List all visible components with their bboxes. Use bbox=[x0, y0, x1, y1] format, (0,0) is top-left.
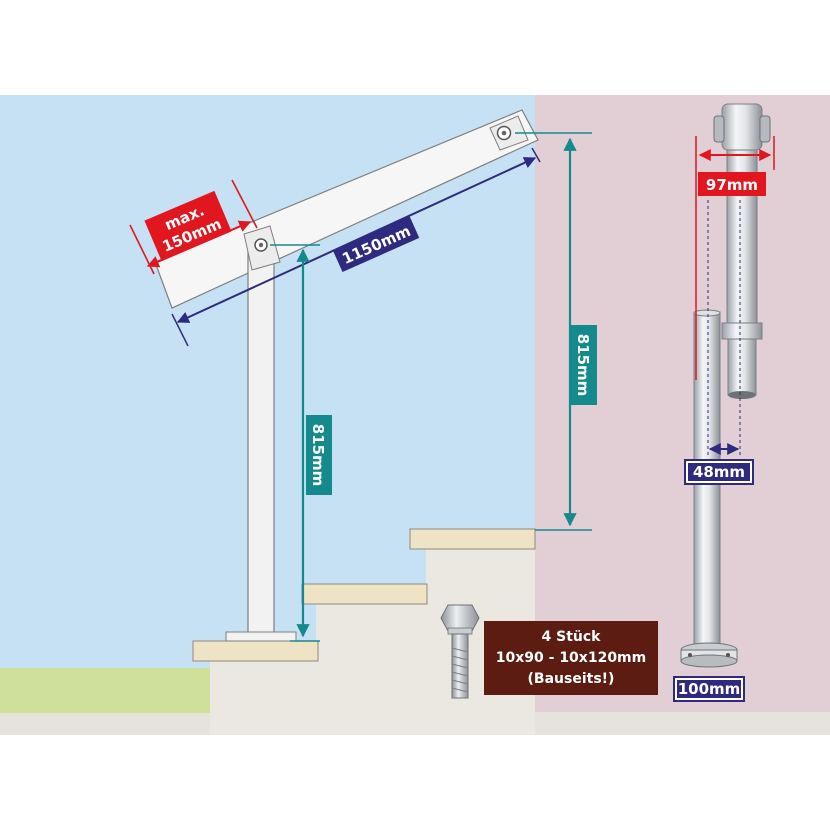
tube-diameter-label: 48mm bbox=[693, 463, 745, 481]
svg-text:815mm: 815mm bbox=[574, 334, 592, 397]
post-left bbox=[247, 239, 275, 637]
post-height-left-label: 815mm bbox=[306, 415, 332, 495]
connector-detail bbox=[713, 103, 771, 399]
bolt-icon bbox=[440, 604, 480, 699]
ground-green bbox=[0, 668, 210, 713]
svg-text:(Bauseits!): (Bauseits!) bbox=[528, 671, 615, 687]
bolt-note: 4 Stück 10x90 - 10x120mm (Bauseits!) bbox=[484, 621, 658, 695]
step-2 bbox=[301, 583, 428, 605]
base-plate-label: 100mm bbox=[678, 680, 741, 698]
step-1 bbox=[192, 640, 319, 662]
post-base-plate bbox=[225, 631, 297, 642]
svg-text:10x90 - 10x120mm: 10x90 - 10x120mm bbox=[496, 650, 646, 666]
bracket-width-label: 97mm bbox=[706, 176, 758, 194]
post-height-right-label: 815mm bbox=[571, 325, 597, 405]
svg-text:4 Stück: 4 Stück bbox=[542, 629, 602, 645]
svg-text:815mm: 815mm bbox=[309, 424, 327, 487]
step-3 bbox=[409, 528, 536, 550]
